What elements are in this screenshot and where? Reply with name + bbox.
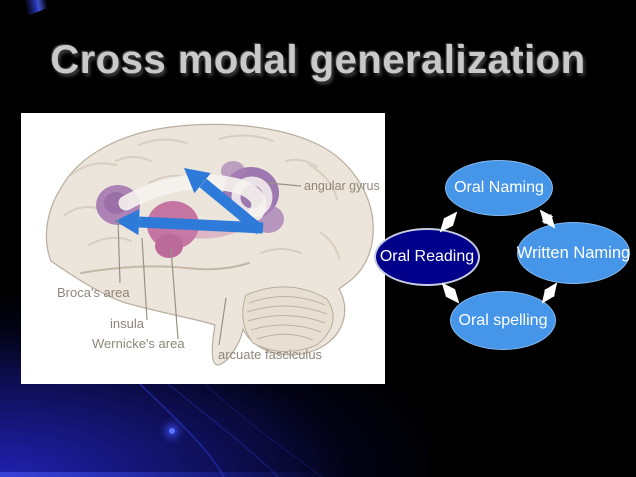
anatomical-labels: angular gyrus Broca's area insula Wernic… bbox=[57, 179, 380, 362]
connector-reading-naming bbox=[439, 211, 458, 233]
node-written-naming-label: Written Naming bbox=[516, 243, 631, 262]
node-oral-reading: Oral Reading bbox=[374, 228, 480, 286]
label-wernickes-area: Wernicke's area bbox=[92, 336, 185, 351]
node-oral-naming-label: Oral Naming bbox=[454, 179, 544, 196]
brain-illustration-svg: angular gyrus Broca's area insula Wernic… bbox=[21, 113, 385, 384]
label-leader-lines bbox=[117, 182, 302, 346]
arcuate-fasciculus-band bbox=[118, 174, 273, 221]
label-angular-gyrus: angular gyrus bbox=[304, 179, 380, 193]
node-oral-spelling-label: Oral spelling bbox=[458, 311, 548, 329]
node-oral-reading-label: Oral Reading bbox=[379, 248, 475, 265]
label-brocas-area: Broca's area bbox=[57, 285, 130, 300]
corner-streak-decoration bbox=[8, 0, 64, 22]
slide-title: Cross modal generalization bbox=[50, 38, 586, 82]
connector-written-spelling bbox=[541, 282, 558, 304]
label-arcuate-fasciculus: arcuate fasciculus bbox=[218, 347, 323, 362]
brain-figure: angular gyrus Broca's area insula Wernic… bbox=[21, 113, 385, 384]
gyri-texture bbox=[64, 134, 340, 274]
blue-arrow-left bbox=[115, 209, 264, 236]
node-oral-spelling: Oral spelling bbox=[450, 291, 556, 350]
connector-reading-spelling bbox=[441, 282, 460, 304]
glow-dot-decoration bbox=[169, 428, 175, 434]
label-insula: insula bbox=[110, 316, 145, 331]
bottom-edge-glow-decoration bbox=[0, 472, 330, 477]
node-written-naming: Written Naming bbox=[517, 222, 630, 284]
cerebellum bbox=[242, 286, 334, 353]
node-oral-naming: Oral Naming bbox=[445, 160, 553, 216]
